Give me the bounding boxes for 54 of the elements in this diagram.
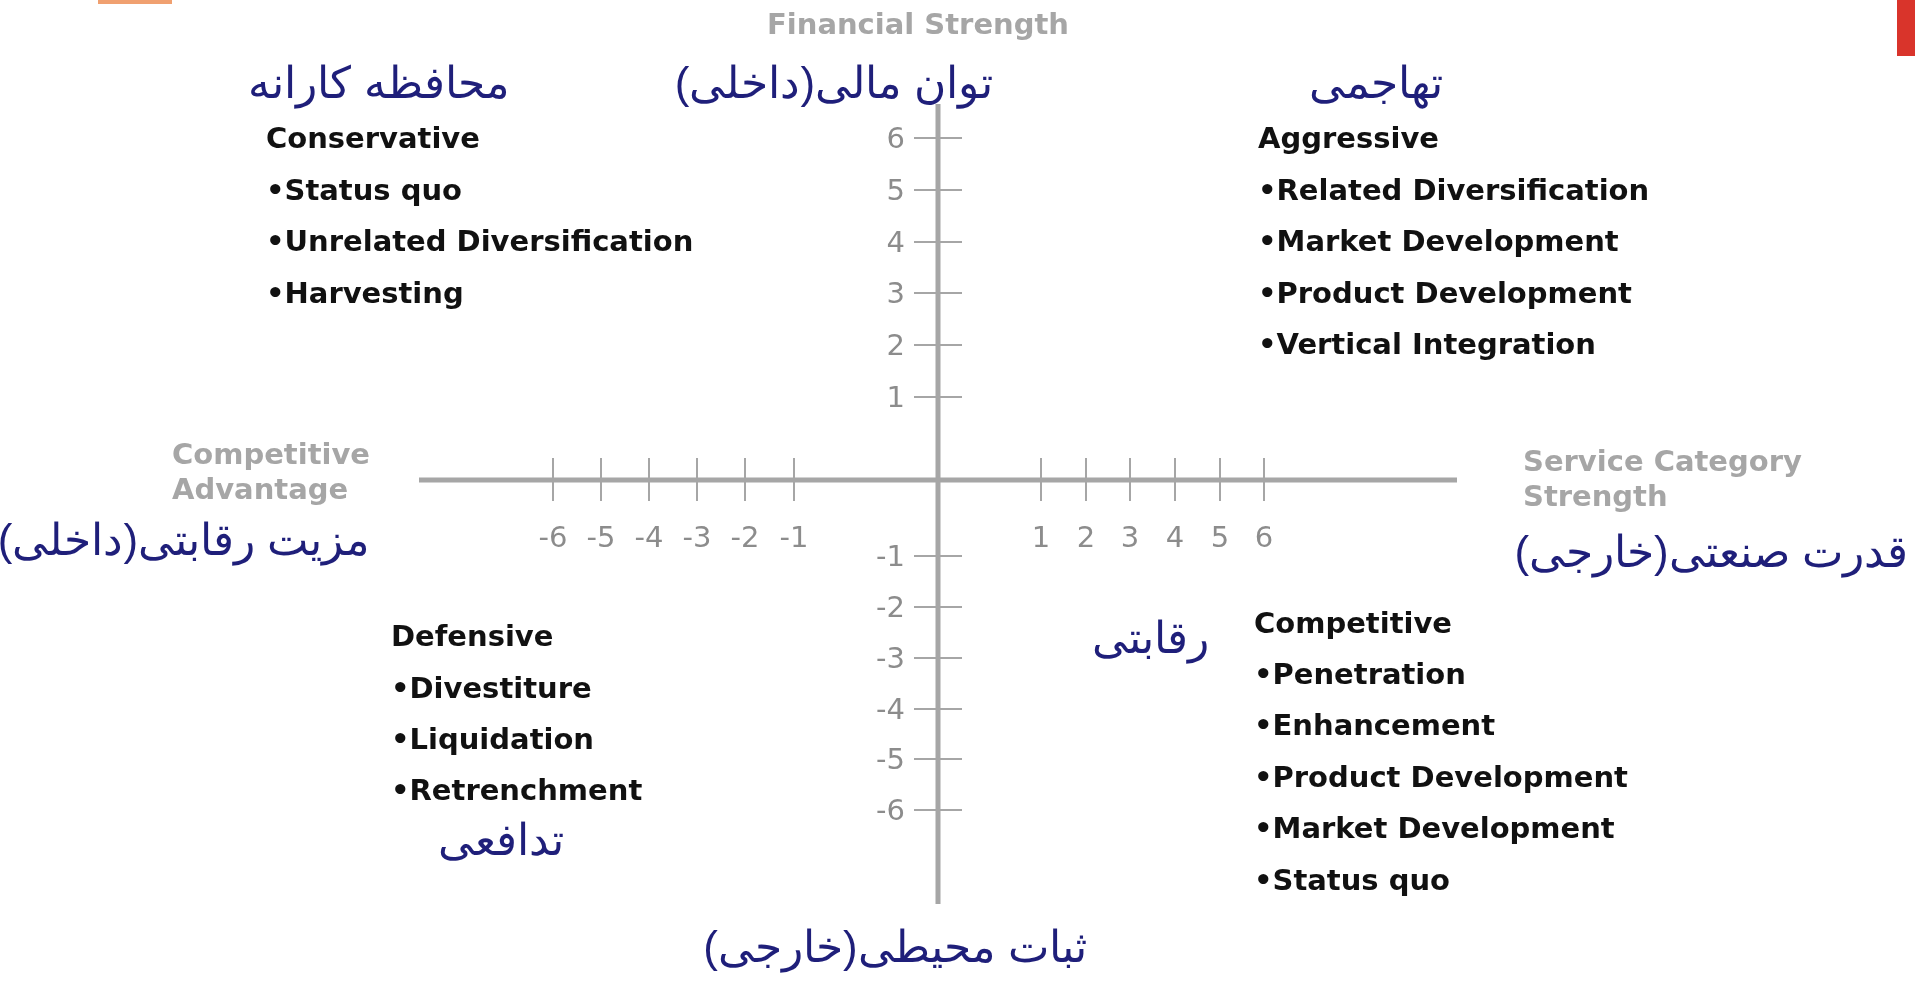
strategy-item: •Retrenchment: [391, 772, 643, 808]
strategy-item: •Enhancement: [1254, 707, 1496, 743]
tick-label: -5: [876, 741, 905, 777]
tick-label: 5: [1210, 519, 1230, 555]
tick-label: 1: [886, 379, 905, 415]
axis-title: توان مالی(داخلی): [674, 56, 994, 110]
strategy-item: •Divestiture: [391, 670, 592, 706]
tick-label: 5: [886, 172, 905, 208]
strategy-item: •Product Development: [1258, 275, 1632, 311]
tick-label: -1: [876, 538, 905, 574]
strategy-item: •Penetration: [1254, 656, 1466, 692]
strategy-item: •Status quo: [1254, 862, 1451, 898]
axis-title: Service Category Strength: [1523, 444, 1803, 514]
tick-label: 1: [1031, 519, 1051, 555]
tick-label: 6: [886, 120, 905, 156]
strategy-heading: Defensive: [391, 618, 554, 654]
strategy-item: •Status quo: [266, 172, 463, 208]
strategy-item: •Market Development: [1258, 223, 1619, 259]
strategy-heading: Aggressive: [1258, 120, 1439, 156]
strategy-item: •Unrelated Diversification: [266, 223, 694, 259]
tick-label: 2: [1076, 519, 1096, 555]
tick-label: 6: [1254, 519, 1274, 555]
tick-label: -4: [876, 691, 905, 727]
strategy-item: •Market Development: [1254, 810, 1615, 846]
tick-label: -2: [876, 589, 905, 625]
tick-label: -5: [586, 519, 616, 555]
quadrant-title: تدافعی: [438, 813, 564, 866]
tick-label: -6: [876, 792, 905, 828]
strategy-item: •Product Development: [1254, 759, 1628, 795]
quadrant-title: رقابتی: [1091, 611, 1209, 665]
tick-label: -6: [538, 519, 568, 555]
tick-label: -2: [730, 519, 760, 555]
axis-title: ثبات محیطی(خارجی): [703, 920, 1087, 974]
strategy-item: •Harvesting: [266, 275, 464, 311]
strategy-item: •Liquidation: [391, 721, 594, 757]
tick-label: -1: [779, 519, 809, 555]
quadrant-title: تهاجمی: [1309, 56, 1443, 110]
tick-label: -4: [634, 519, 664, 555]
tick-label: -3: [682, 519, 712, 555]
tick-label: 4: [886, 224, 905, 260]
quadrant-title: محافظه کارانه: [248, 56, 510, 110]
strategy-heading: Conservative: [266, 120, 480, 156]
tick-label: 2: [886, 327, 905, 363]
axis-title: Financial Strength: [767, 6, 1069, 42]
strategy-item: •Related Diversification: [1258, 172, 1650, 208]
tick-label: -3: [876, 640, 905, 676]
strategy-item: •Vertical Integration: [1258, 326, 1596, 362]
strategy-heading: Competitive: [1254, 605, 1453, 641]
axis-title: قدرت صنعتی(خارجی): [1514, 525, 1908, 579]
axis-title: Competitive Advantage: [172, 437, 372, 507]
tick-label: 3: [1120, 519, 1140, 555]
axis-title: مزیت رقابتی(داخلی): [0, 513, 371, 567]
tick-label: 4: [1165, 519, 1185, 555]
tick-label: 3: [886, 275, 905, 311]
